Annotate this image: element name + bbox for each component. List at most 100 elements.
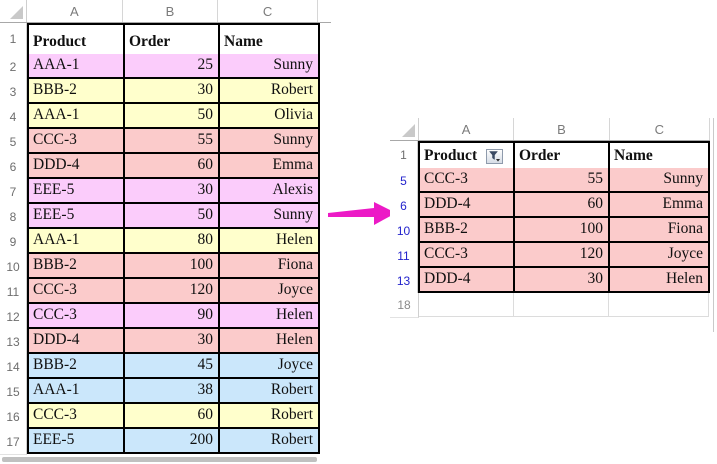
cell-order[interactable]: 100 (515, 218, 610, 243)
select-all-corner[interactable] (0, 0, 27, 22)
cell-name[interactable]: Joyce (610, 243, 710, 268)
cell-product[interactable]: BBB-2 (29, 79, 125, 104)
cell-product[interactable]: DDD-4 (420, 268, 515, 293)
cell-product[interactable]: EEE-5 (29, 179, 125, 204)
cell-order[interactable]: 90 (125, 304, 220, 329)
row-number[interactable]: 6 (0, 154, 27, 180)
cell-order[interactable]: 200 (125, 429, 220, 454)
cell-name[interactable]: Fiona (610, 218, 710, 243)
cell-name[interactable]: Helen (220, 304, 320, 329)
column-header-b[interactable]: B (122, 0, 219, 22)
row-number[interactable]: 11 (390, 243, 418, 269)
cell-product[interactable]: CCC-3 (29, 404, 125, 429)
cell-order[interactable]: 60 (125, 154, 220, 179)
cell-order[interactable]: 100 (125, 254, 220, 279)
row-number[interactable]: 8 (0, 204, 27, 230)
column-header-c[interactable]: C (218, 0, 319, 22)
cell-product[interactable]: AAA-1 (29, 54, 125, 79)
row-number[interactable]: 10 (0, 254, 27, 280)
funnel-filter-icon[interactable] (486, 149, 504, 164)
cell-product[interactable]: CCC-3 (29, 279, 125, 304)
row-number[interactable]: 2 (0, 54, 27, 80)
empty-cell[interactable] (419, 293, 514, 317)
cell-order[interactable]: 25 (125, 54, 220, 79)
cell-name[interactable]: Robert (220, 404, 320, 429)
row-number[interactable]: 5 (0, 129, 27, 155)
header-cell-name[interactable]: Name (220, 25, 320, 56)
row-number[interactable]: 10 (390, 218, 418, 244)
cell-product[interactable]: AAA-1 (29, 379, 125, 404)
row-number[interactable]: 3 (0, 79, 27, 105)
select-all-corner[interactable] (390, 118, 419, 140)
cell-product[interactable]: DDD-4 (29, 154, 125, 179)
cell-product[interactable]: BBB-2 (29, 354, 125, 379)
cell-product[interactable]: AAA-1 (29, 104, 125, 129)
cell-product[interactable]: CCC-3 (29, 129, 125, 154)
cell-order[interactable]: 30 (125, 79, 220, 104)
cell-product[interactable]: BBB-2 (29, 254, 125, 279)
cell-name[interactable]: Robert (220, 429, 320, 454)
cell-name[interactable]: Robert (220, 79, 320, 104)
cell-order[interactable]: 80 (125, 229, 220, 254)
cell-name[interactable]: Joyce (220, 279, 320, 304)
row-number[interactable]: 16 (0, 404, 27, 430)
column-header-a[interactable]: A (418, 118, 515, 140)
row-number[interactable]: 17 (0, 429, 27, 455)
cell-product[interactable]: EEE-5 (29, 204, 125, 229)
cell-order[interactable]: 30 (125, 179, 220, 204)
cell-order[interactable]: 45 (125, 354, 220, 379)
cell-order[interactable]: 120 (515, 243, 610, 268)
cell-product[interactable]: CCC-3 (420, 243, 515, 268)
cell-order[interactable]: 55 (515, 168, 610, 193)
cell-order[interactable]: 50 (125, 104, 220, 129)
cell-product[interactable]: BBB-2 (420, 218, 515, 243)
row-number[interactable]: 13 (390, 268, 418, 294)
cell-name[interactable]: Robert (220, 379, 320, 404)
cell-order[interactable]: 120 (125, 279, 220, 304)
header-cell-order[interactable]: Order (125, 25, 220, 56)
empty-cell[interactable] (514, 293, 609, 317)
cell-order[interactable]: 55 (125, 129, 220, 154)
cell-name[interactable]: Fiona (220, 254, 320, 279)
header-cell-name[interactable]: Name (610, 143, 710, 170)
row-number[interactable]: 13 (0, 329, 27, 355)
cell-name[interactable]: Helen (220, 229, 320, 254)
cell-name[interactable]: Sunny (220, 129, 320, 154)
cell-name[interactable]: Emma (220, 154, 320, 179)
column-header-c[interactable]: C (609, 118, 711, 140)
row-number[interactable]: 7 (0, 179, 27, 205)
row-number[interactable]: 6 (390, 193, 418, 219)
cell-order[interactable]: 30 (515, 268, 610, 293)
cell-name[interactable]: Sunny (610, 168, 710, 193)
empty-cell[interactable] (609, 293, 709, 317)
cell-name[interactable]: Alexis (220, 179, 320, 204)
column-header-b[interactable]: B (514, 118, 610, 140)
cell-order[interactable]: 60 (515, 193, 610, 218)
cell-name[interactable]: Olivia (220, 104, 320, 129)
row-number[interactable]: 11 (0, 279, 27, 305)
row-number[interactable]: 9 (0, 229, 27, 255)
cell-name[interactable]: Emma (610, 193, 710, 218)
cell-order[interactable]: 30 (125, 329, 220, 354)
row-number[interactable]: 5 (390, 168, 418, 194)
row-number[interactable]: 4 (0, 104, 27, 130)
cell-name[interactable]: Sunny (220, 54, 320, 79)
row-number[interactable]: 12 (0, 304, 27, 330)
row-number[interactable]: 14 (0, 354, 27, 380)
row-number[interactable]: 1 (0, 23, 27, 55)
cell-product[interactable]: DDD-4 (29, 329, 125, 354)
column-header-a[interactable]: A (26, 0, 123, 22)
row-number[interactable]: 15 (0, 379, 27, 405)
cell-product[interactable]: AAA-1 (29, 229, 125, 254)
row-number[interactable]: 18 (390, 293, 419, 318)
cell-name[interactable]: Sunny (220, 204, 320, 229)
cell-order[interactable]: 60 (125, 404, 220, 429)
cell-product[interactable]: CCC-3 (29, 304, 125, 329)
cell-order[interactable]: 50 (125, 204, 220, 229)
cell-name[interactable]: Helen (220, 329, 320, 354)
cell-name[interactable]: Joyce (220, 354, 320, 379)
cell-order[interactable]: 38 (125, 379, 220, 404)
cell-product[interactable]: CCC-3 (420, 168, 515, 193)
cell-name[interactable]: Helen (610, 268, 710, 293)
header-cell-product[interactable]: Product (29, 25, 125, 56)
